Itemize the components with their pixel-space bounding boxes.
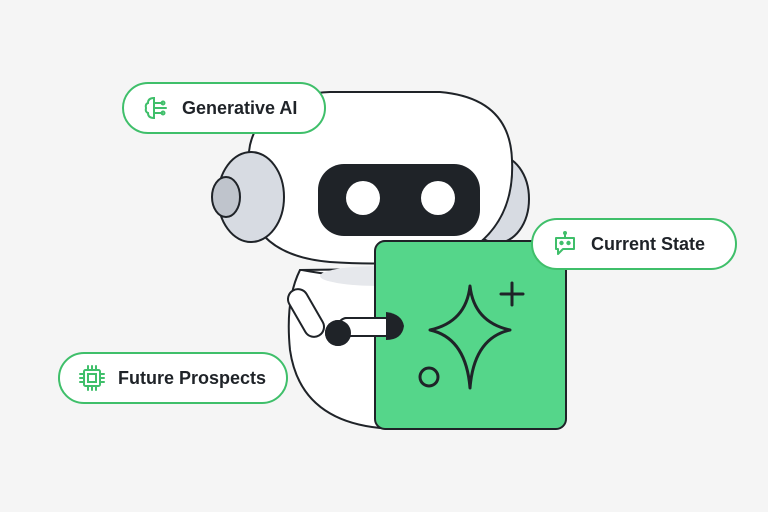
circle-icon [418, 366, 440, 388]
sparkle-icon [428, 284, 512, 390]
robot-visor [318, 164, 480, 236]
future-prospects-label: Future Prospects [118, 368, 267, 388]
robot-hand [325, 312, 404, 346]
generative-ai-label: Generative AI [182, 98, 298, 118]
robot-chat-icon [551, 230, 579, 258]
current-state-pill: Current State [531, 218, 737, 270]
brain-circuit-icon [142, 94, 170, 122]
sparkle-card [374, 240, 567, 430]
current-state-label: Current State [591, 234, 706, 254]
chip-icon [78, 364, 106, 392]
future-prospects-pill: Future Prospects [58, 352, 288, 404]
robot-left-ear [211, 151, 285, 243]
generative-ai-pill: Generative AI [122, 82, 326, 134]
plus-icon [499, 281, 525, 307]
